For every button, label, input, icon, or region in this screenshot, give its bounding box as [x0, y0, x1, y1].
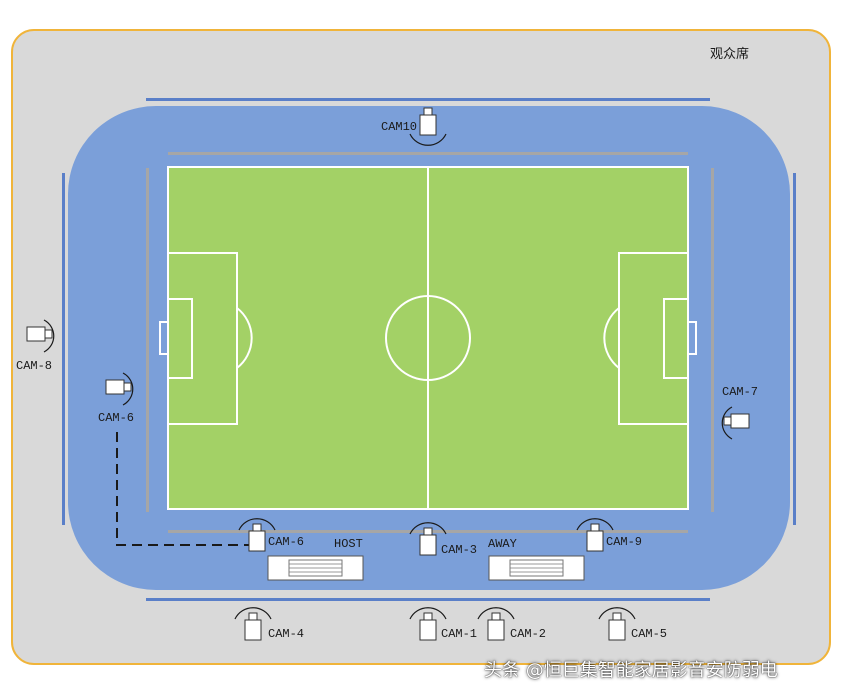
bench-away: [488, 555, 585, 581]
rotation-arc-icon: [576, 518, 614, 531]
track-line-right: [711, 168, 714, 512]
stand-bar-bottom: [146, 598, 710, 601]
camera-cam6_bottom: [238, 518, 276, 552]
camera-label-cam8: CAM-8: [16, 359, 52, 373]
stand-bar-right: [793, 173, 796, 525]
rotation-arc-icon: [409, 522, 447, 535]
camera-cam8: [26, 319, 55, 353]
center-circle: [385, 295, 471, 381]
rotation-arc-icon: [598, 607, 636, 620]
rotation-arc-icon: [122, 372, 134, 406]
stand-label: 观众席: [710, 46, 749, 62]
camera-label-cam10: CAM10: [381, 120, 417, 134]
cable-dashed-line: [116, 432, 250, 546]
camera-label-cam5: CAM-5: [631, 627, 667, 641]
camera-cam5: [598, 607, 636, 641]
bench-away-label: AWAY: [488, 537, 517, 551]
rotation-arc-icon: [234, 607, 272, 620]
camera-label-cam1: CAM-1: [441, 627, 477, 641]
camera-cam2: [477, 607, 515, 641]
camera-label-cam6_bottom: CAM-6: [268, 535, 304, 549]
camera-label-cam7: CAM-7: [722, 385, 758, 399]
rotation-arc-icon: [477, 607, 515, 620]
stand-bar-top: [146, 98, 710, 101]
rotation-arc-icon: [721, 406, 733, 440]
camera-cam9: [576, 518, 614, 552]
camera-cam4: [234, 607, 272, 641]
stand-bar-left: [62, 173, 65, 525]
camera-label-cam2: CAM-2: [510, 627, 546, 641]
track-line-left: [146, 168, 149, 512]
camera-cam6_left: [105, 372, 134, 406]
watermark: 头条 @恒巨集智能家居影音安防弱电: [484, 660, 778, 681]
camera-cam10: [409, 107, 447, 146]
bench-host: [267, 555, 364, 581]
rotation-arc-icon: [409, 607, 447, 620]
goal-left: [159, 321, 169, 355]
track-line-top: [168, 152, 688, 155]
camera-label-cam3: CAM-3: [441, 543, 477, 557]
camera-label-cam4: CAM-4: [268, 627, 304, 641]
penalty-arc-left: [236, 307, 253, 369]
camera-cam7: [721, 406, 750, 440]
camera-cam3: [409, 522, 447, 556]
rotation-arc-icon: [409, 133, 447, 146]
rotation-arc-icon: [238, 518, 276, 531]
camera-label-cam9: CAM-9: [606, 535, 642, 549]
bench-host-label: HOST: [334, 537, 363, 551]
camera-label-cam6_left: CAM-6: [98, 411, 134, 425]
rotation-arc-icon: [43, 319, 55, 353]
goal-right: [687, 321, 697, 355]
camera-cam1: [409, 607, 447, 641]
penalty-arc-right: [603, 307, 620, 369]
